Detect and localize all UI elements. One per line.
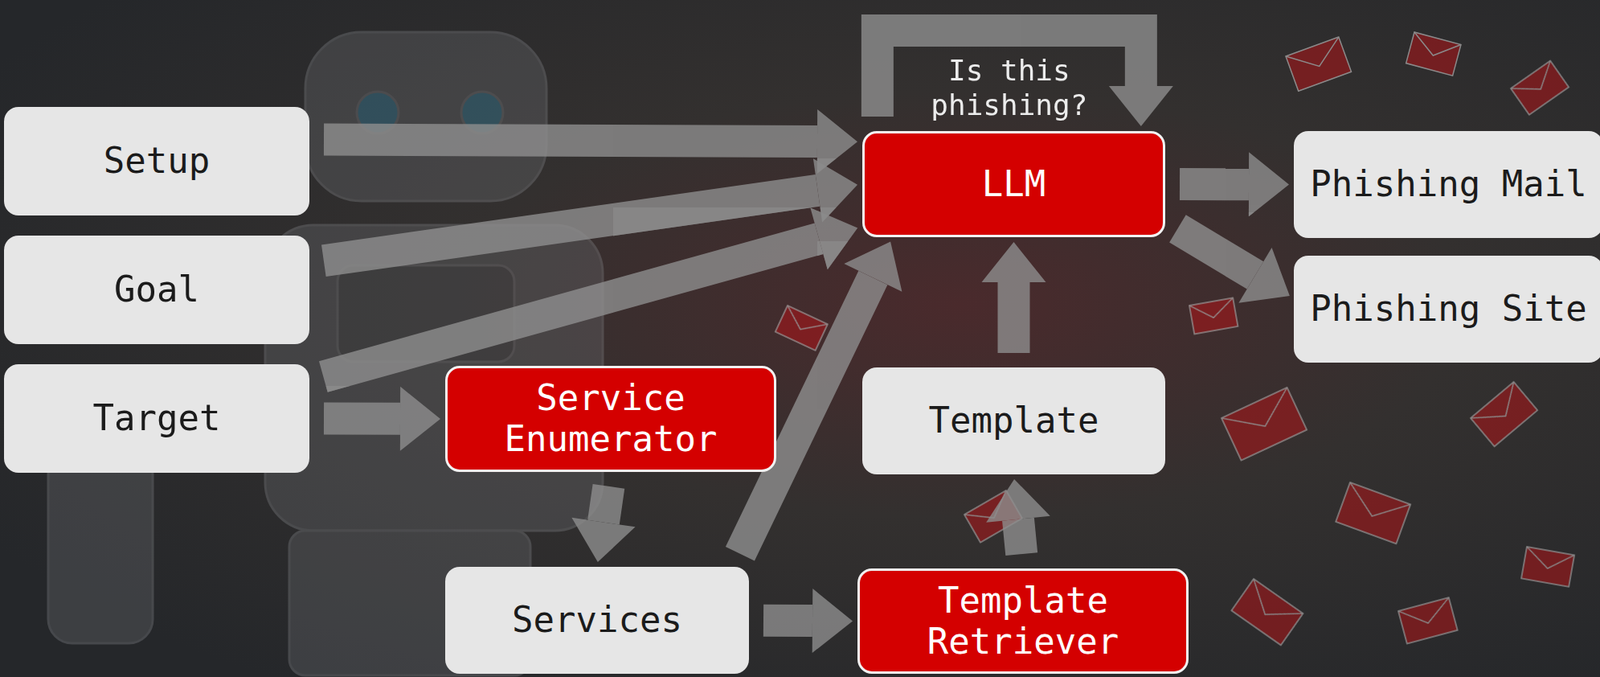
node-text: Template: [928, 400, 1100, 442]
flow-arrow: [986, 478, 1051, 554]
node-text: Services: [511, 599, 683, 641]
flow-arrow: [323, 109, 858, 174]
node-text: Template Retriever: [859, 580, 1187, 662]
node-text: Setup: [103, 140, 210, 182]
node-text: Service Enumerator: [447, 377, 774, 459]
input-box: Setup: [4, 106, 310, 216]
flow-arrow: [323, 386, 441, 451]
node-text: LLM: [982, 163, 1046, 205]
output-box: Phishing Mail: [1293, 130, 1600, 238]
node-text: Target: [93, 397, 221, 439]
process-box: Service Enumerator: [445, 365, 777, 472]
node-text: Phishing Site: [1309, 288, 1587, 330]
edge-label: Is this phishing?: [920, 53, 1098, 123]
input-box: Goal: [4, 235, 310, 344]
data-box: Template: [862, 367, 1166, 475]
output-box: Phishing Site: [1293, 255, 1600, 363]
flow-arrow: [323, 207, 858, 377]
node-text: Goal: [114, 269, 200, 311]
flow-arrow: [982, 241, 1047, 353]
process-box: Template Retriever: [857, 568, 1189, 674]
flow-arrow: [763, 588, 853, 653]
node-text: Phishing Mail: [1309, 163, 1587, 205]
model-box: LLM: [862, 130, 1166, 238]
input-box: Target: [4, 364, 310, 473]
flow-arrow: [1177, 228, 1290, 303]
flow-arrow: [1179, 151, 1290, 217]
data-box: Services: [445, 566, 749, 674]
flow-arrow: [571, 486, 635, 562]
flow-arrow: [877, 30, 1174, 127]
